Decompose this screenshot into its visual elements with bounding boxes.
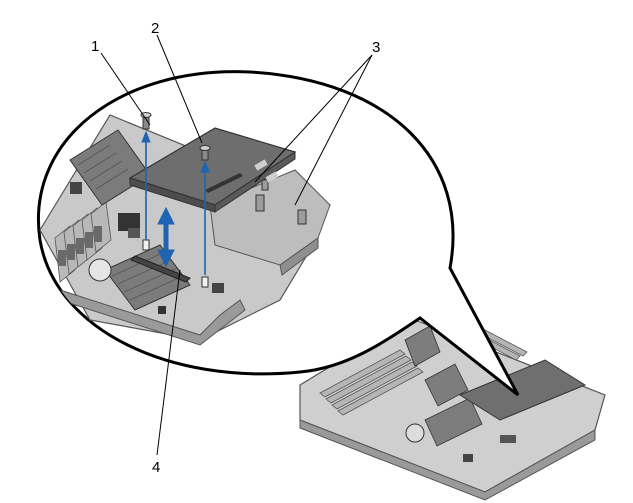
callout-4: 4 [152, 459, 160, 476]
callout-3: 3 [372, 39, 380, 56]
callout-1: 1 [91, 38, 99, 55]
screw-icon [141, 113, 151, 130]
callout-2: 2 [151, 20, 159, 37]
screw-icon [200, 146, 210, 161]
